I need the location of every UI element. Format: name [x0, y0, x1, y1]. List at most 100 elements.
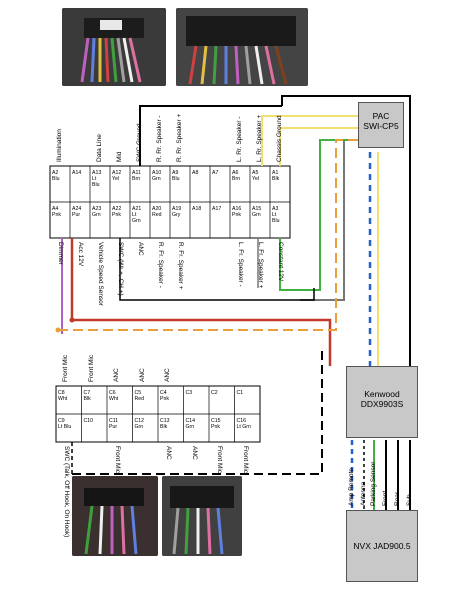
a-label-a19: R. Fr. Speaker + [177, 242, 184, 290]
connector-photo-4 [162, 476, 242, 556]
a-pin-a8: A8 [192, 170, 199, 176]
c-connector-columns [81, 386, 235, 442]
a-label-a21: ANC [137, 242, 144, 256]
a-label-a10: R. Rr. Speaker - [156, 115, 163, 162]
c-pin-c8: C8 Wht [58, 390, 68, 402]
a-label-a15: L. Fr. Speaker + [257, 242, 264, 289]
a-pin-a2: A2 Blu [52, 170, 60, 182]
c-pin-c5: C5 Red [134, 390, 145, 402]
c-pin-c9: C9 Lt Blu [58, 418, 72, 430]
c-pin-c16: C16 Lt Grn [236, 418, 251, 430]
a-label-a11: SWC Ground [136, 123, 143, 162]
connector-photo-4-art [162, 476, 242, 556]
c-label-c16: Front Mic [241, 446, 249, 474]
kenwood-output-4: Rear [394, 491, 401, 506]
kenwood-output-2: Parking Sensor [370, 461, 377, 506]
nvx-box: NVX JAD900.5 [346, 510, 418, 582]
kenwood-output-0: Amp Remote [348, 468, 355, 506]
kenwood-output-3: Front [382, 490, 389, 506]
wire-red-acc [70, 238, 332, 366]
a-pin-a10: A10 Grn [152, 170, 162, 182]
wire-green-const [279, 139, 360, 291]
c-pin-c11: C11 Pur [109, 418, 119, 430]
c-pin-c15: C15 Pnk [211, 418, 221, 430]
a-label-a16: L. Fr. Speaker - [237, 242, 244, 287]
c-pin-c13: C13 Blk [160, 418, 170, 430]
a-label-a3: Constant 12V [277, 242, 284, 282]
a-pin-a24: A24 Pur [72, 206, 82, 218]
c-label-c6: ANC [113, 368, 120, 382]
c-pin-c1: C1 [236, 390, 244, 396]
wire-black-swc [119, 238, 315, 301]
connector-photo-3-art [72, 476, 158, 556]
a-pin-a1: A1 Blk [272, 170, 280, 182]
a-label-a20: R. Fr. Speaker - [157, 242, 164, 288]
a-label-a24: Acc 12V [77, 242, 84, 267]
c-label-c15: Front Mic [216, 446, 223, 474]
a-pin-a6: A6 Brn [232, 170, 241, 182]
c-pin-c2: C2 [211, 390, 218, 396]
a-label-a23: Vehicle Speed Sensor [97, 242, 104, 306]
a-pin-a5: A5 Yel [252, 170, 260, 182]
c-pin-c4: C4 Pnk [160, 390, 169, 402]
c-pin-c14: C14 Grn [185, 418, 196, 430]
connector-photo-2 [176, 8, 308, 86]
a-pin-a11: A11 Brn [132, 170, 141, 182]
wire-gray [300, 140, 345, 301]
connector-photo-3 [72, 476, 158, 556]
pac-line1: PAC [372, 111, 390, 121]
nvx-line1: NVX JAD900.5 [353, 541, 411, 551]
a-label-a13: Data Line [96, 134, 103, 162]
a-pin-a22: A22 Pnk [112, 206, 122, 218]
c-label-c11: Front Mic [114, 446, 121, 474]
a-connector-columns [69, 166, 271, 238]
a-pin-a17: A17 [212, 206, 222, 212]
a-pin-a14: A14 [72, 170, 82, 176]
c-pin-c7: C7 Blk [83, 390, 91, 402]
connector-photo-1-art [62, 8, 166, 86]
kenwood-line1: Kenwood [364, 389, 400, 399]
a-label-a2: Illumination [56, 129, 63, 162]
a-pin-a18: A18 [192, 206, 202, 212]
a-label-a5: L. Rr. Speaker + [256, 114, 263, 162]
c-label-c4: ANC [164, 368, 171, 382]
c-pin-c10: C10 [83, 418, 94, 424]
a-pin-a16: A16 Pnk [232, 206, 242, 218]
pac-swi-cp5-box: PAC SWI-CP5 [358, 102, 404, 148]
c-label-c14: ANC [190, 446, 198, 460]
kenwood-line2: DDX9903S [360, 399, 404, 409]
junction-red [69, 317, 75, 323]
a-pin-a23: A23 Grn [92, 206, 102, 218]
a-pin-a4: A4 Pnk [52, 206, 61, 218]
a-pin-a15: A15 Grn [252, 206, 262, 218]
a-label-a1: Chassis Ground [276, 115, 283, 162]
c-label-c7: Front Mic [87, 354, 95, 382]
a-pin-a7: A7 [212, 170, 219, 176]
a-label-a22: SWC (Wr +, CH +) [117, 242, 124, 296]
wire-black-top [139, 105, 282, 166]
a-label-a12: Mid [116, 151, 123, 162]
a-pin-a13: A13 Lt Blu [92, 170, 102, 188]
c-label-c8: Front Mic [62, 354, 69, 382]
kenwood-output-1: Antenna [360, 481, 367, 506]
c-label-c9: SWC (Talk, Off Hook, On Hook) [63, 446, 70, 538]
a-label-a6: L. Rr. Speaker - [236, 116, 243, 162]
kenwood-box: Kenwood DDX9903S [346, 366, 418, 438]
c-pin-c6: C6 Wht [109, 390, 119, 402]
a-pin-a19: A19 Gry [172, 206, 182, 218]
c-pin-c12: C12 Grn [134, 418, 145, 430]
pac-line2: SWI-CP5 [363, 121, 399, 131]
a-pin-a9: A9 Blu [172, 170, 180, 182]
wire-yellow-2 [261, 115, 360, 166]
a-label-a9: R. Rr. Speaker + [176, 113, 183, 162]
c-label-c13: ANC [165, 446, 172, 460]
a-pin-a12: A12 Yel [112, 170, 122, 182]
a-pin-a3: A3 Lt Blu [272, 206, 280, 224]
a-label-a4: Dimmer [57, 242, 64, 265]
a-pin-a20: A20 Red [152, 206, 162, 218]
wire-orange-dashed [58, 139, 360, 331]
connector-photo-1 [62, 8, 166, 86]
c-label-c5: ANC [138, 368, 146, 382]
junction-orange [55, 327, 61, 333]
